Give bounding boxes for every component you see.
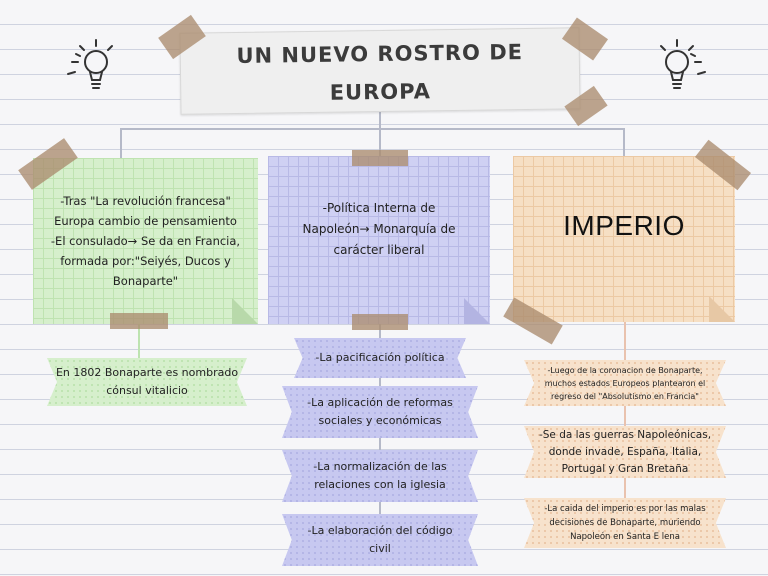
lightbulb-icon bbox=[660, 39, 706, 89]
note-center-line: carácter liberal bbox=[333, 243, 425, 257]
ribbon-center-2: -La aplicación de reformas sociales y ec… bbox=[282, 386, 478, 438]
note-center-text: -Política Interna de Napoleón→ Monarquía… bbox=[303, 198, 456, 261]
ribbon-center-3: -La normalización de las relaciones con … bbox=[282, 450, 478, 502]
note-left-line: -Tras "La revolución francesa" bbox=[60, 194, 231, 208]
ribbon-left-text: En 1802 Bonaparte es nombrado cónsul vit… bbox=[56, 364, 238, 400]
ribbon-right-line: regreso del "Absolutismo en Francia" bbox=[551, 391, 699, 401]
title-line-1: UN NUEVO ROSTRO DE bbox=[236, 40, 524, 69]
note-left-line: Bonaparte" bbox=[112, 274, 179, 288]
ribbon-right-2: -Se da las guerras Napoleónicas, donde i… bbox=[524, 426, 726, 478]
connector-left-drop bbox=[120, 128, 122, 160]
ribbon-center-line: -La normalización de las bbox=[313, 460, 447, 473]
ribbon-right-1-text: -Luego de la coronacion de Bonaparte, mu… bbox=[545, 364, 706, 403]
ribbon-right-3: -La caida del imperio es por las malas d… bbox=[524, 498, 726, 548]
ribbon-center-line: civil bbox=[369, 542, 391, 555]
note-center-tape-top bbox=[352, 150, 408, 166]
ribbon-center-3-text: -La normalización de las relaciones con … bbox=[313, 458, 447, 494]
ribbon-center-2-text: -La aplicación de reformas sociales y ec… bbox=[307, 394, 453, 430]
ribbon-right-line: -Luego de la coronacion de Bonaparte, bbox=[547, 365, 703, 375]
ribbon-left: En 1802 Bonaparte es nombrado cónsul vit… bbox=[47, 358, 247, 406]
note-left-line: Europa cambio de pensamiento bbox=[54, 214, 237, 228]
ribbon-center-1-text: -La pacificación política bbox=[315, 349, 444, 367]
note-right-curl bbox=[709, 296, 735, 322]
ribbon-right-line: muchos estados Europeos plantearon el bbox=[544, 378, 706, 388]
ribbon-right-line: -La caida del imperio es por las malas bbox=[544, 504, 706, 514]
note-left-tape-bottom bbox=[110, 313, 168, 329]
ribbon-right-line: decisiones de Bonaparte, muriendo bbox=[549, 518, 701, 528]
ribbon-right-line: -Se da las guerras Napoleónicas, bbox=[538, 428, 712, 441]
ribbon-left-line: En 1802 Bonaparte es nombrado bbox=[55, 366, 239, 379]
connector-right-drop bbox=[623, 128, 625, 158]
ribbon-center-line: sociales y económicas bbox=[318, 414, 442, 427]
ribbon-right-2-text: -Se da las guerras Napoleónicas, donde i… bbox=[539, 427, 711, 478]
connector-left-down bbox=[138, 322, 140, 358]
ribbon-right-line: Napoleón en Santa E lena bbox=[570, 532, 680, 542]
ribbon-center-line: -La pacificación política bbox=[315, 351, 445, 364]
note-left-curl bbox=[232, 298, 258, 324]
page-title: UN NUEVO ROSTRO DE EUROPA bbox=[181, 32, 580, 114]
title-banner: UN NUEVO ROSTRO DE EUROPA bbox=[179, 27, 581, 115]
note-right: IMPERIO bbox=[513, 156, 735, 322]
note-center-tape-bottom bbox=[352, 314, 408, 330]
note-left-text: -Tras "La revolución francesa" Europa ca… bbox=[51, 191, 240, 291]
ribbon-left-line: cónsul vitalicio bbox=[106, 384, 188, 397]
ribbon-right-3-text: -La caida del imperio es por las malas d… bbox=[544, 502, 705, 544]
connector-right-down bbox=[624, 322, 626, 522]
lightbulb-icon bbox=[67, 39, 113, 89]
note-center-line: -Política Interna de bbox=[322, 201, 436, 215]
ribbon-right-line: Portugal y Gran Bretaña bbox=[561, 462, 689, 475]
note-right-label: IMPERIO bbox=[563, 210, 685, 241]
ribbon-center-4: -La elaboración del código civil bbox=[282, 514, 478, 566]
note-center: -Política Interna de Napoleón→ Monarquía… bbox=[268, 156, 490, 324]
connector-title-stem bbox=[379, 108, 381, 130]
note-center-curl bbox=[464, 298, 490, 324]
note-left: -Tras "La revolución francesa" Europa ca… bbox=[33, 158, 258, 324]
ribbon-center-line: -La aplicación de reformas bbox=[307, 396, 453, 409]
connector-horizontal bbox=[120, 128, 625, 130]
ribbon-center-4-text: -La elaboración del código civil bbox=[307, 522, 452, 558]
title-line-2: EUROPA bbox=[329, 79, 432, 105]
note-left-line: -El consulado→ Se da en Francia, bbox=[50, 234, 241, 248]
ribbon-center-1: -La pacificación política bbox=[294, 338, 466, 378]
ribbon-right-1: -Luego de la coronacion de Bonaparte, mu… bbox=[524, 360, 726, 406]
connector-center-drop bbox=[379, 128, 381, 158]
ribbon-center-line: relaciones con la iglesia bbox=[314, 478, 446, 491]
ribbon-center-line: -La elaboración del código bbox=[307, 524, 453, 537]
note-center-line: Napoleón→ Monarquía de bbox=[302, 222, 456, 236]
note-left-line: formada por:"Seiyés, Ducos y bbox=[60, 254, 231, 268]
ribbon-right-line: donde invade, España, Italia, bbox=[548, 445, 702, 458]
